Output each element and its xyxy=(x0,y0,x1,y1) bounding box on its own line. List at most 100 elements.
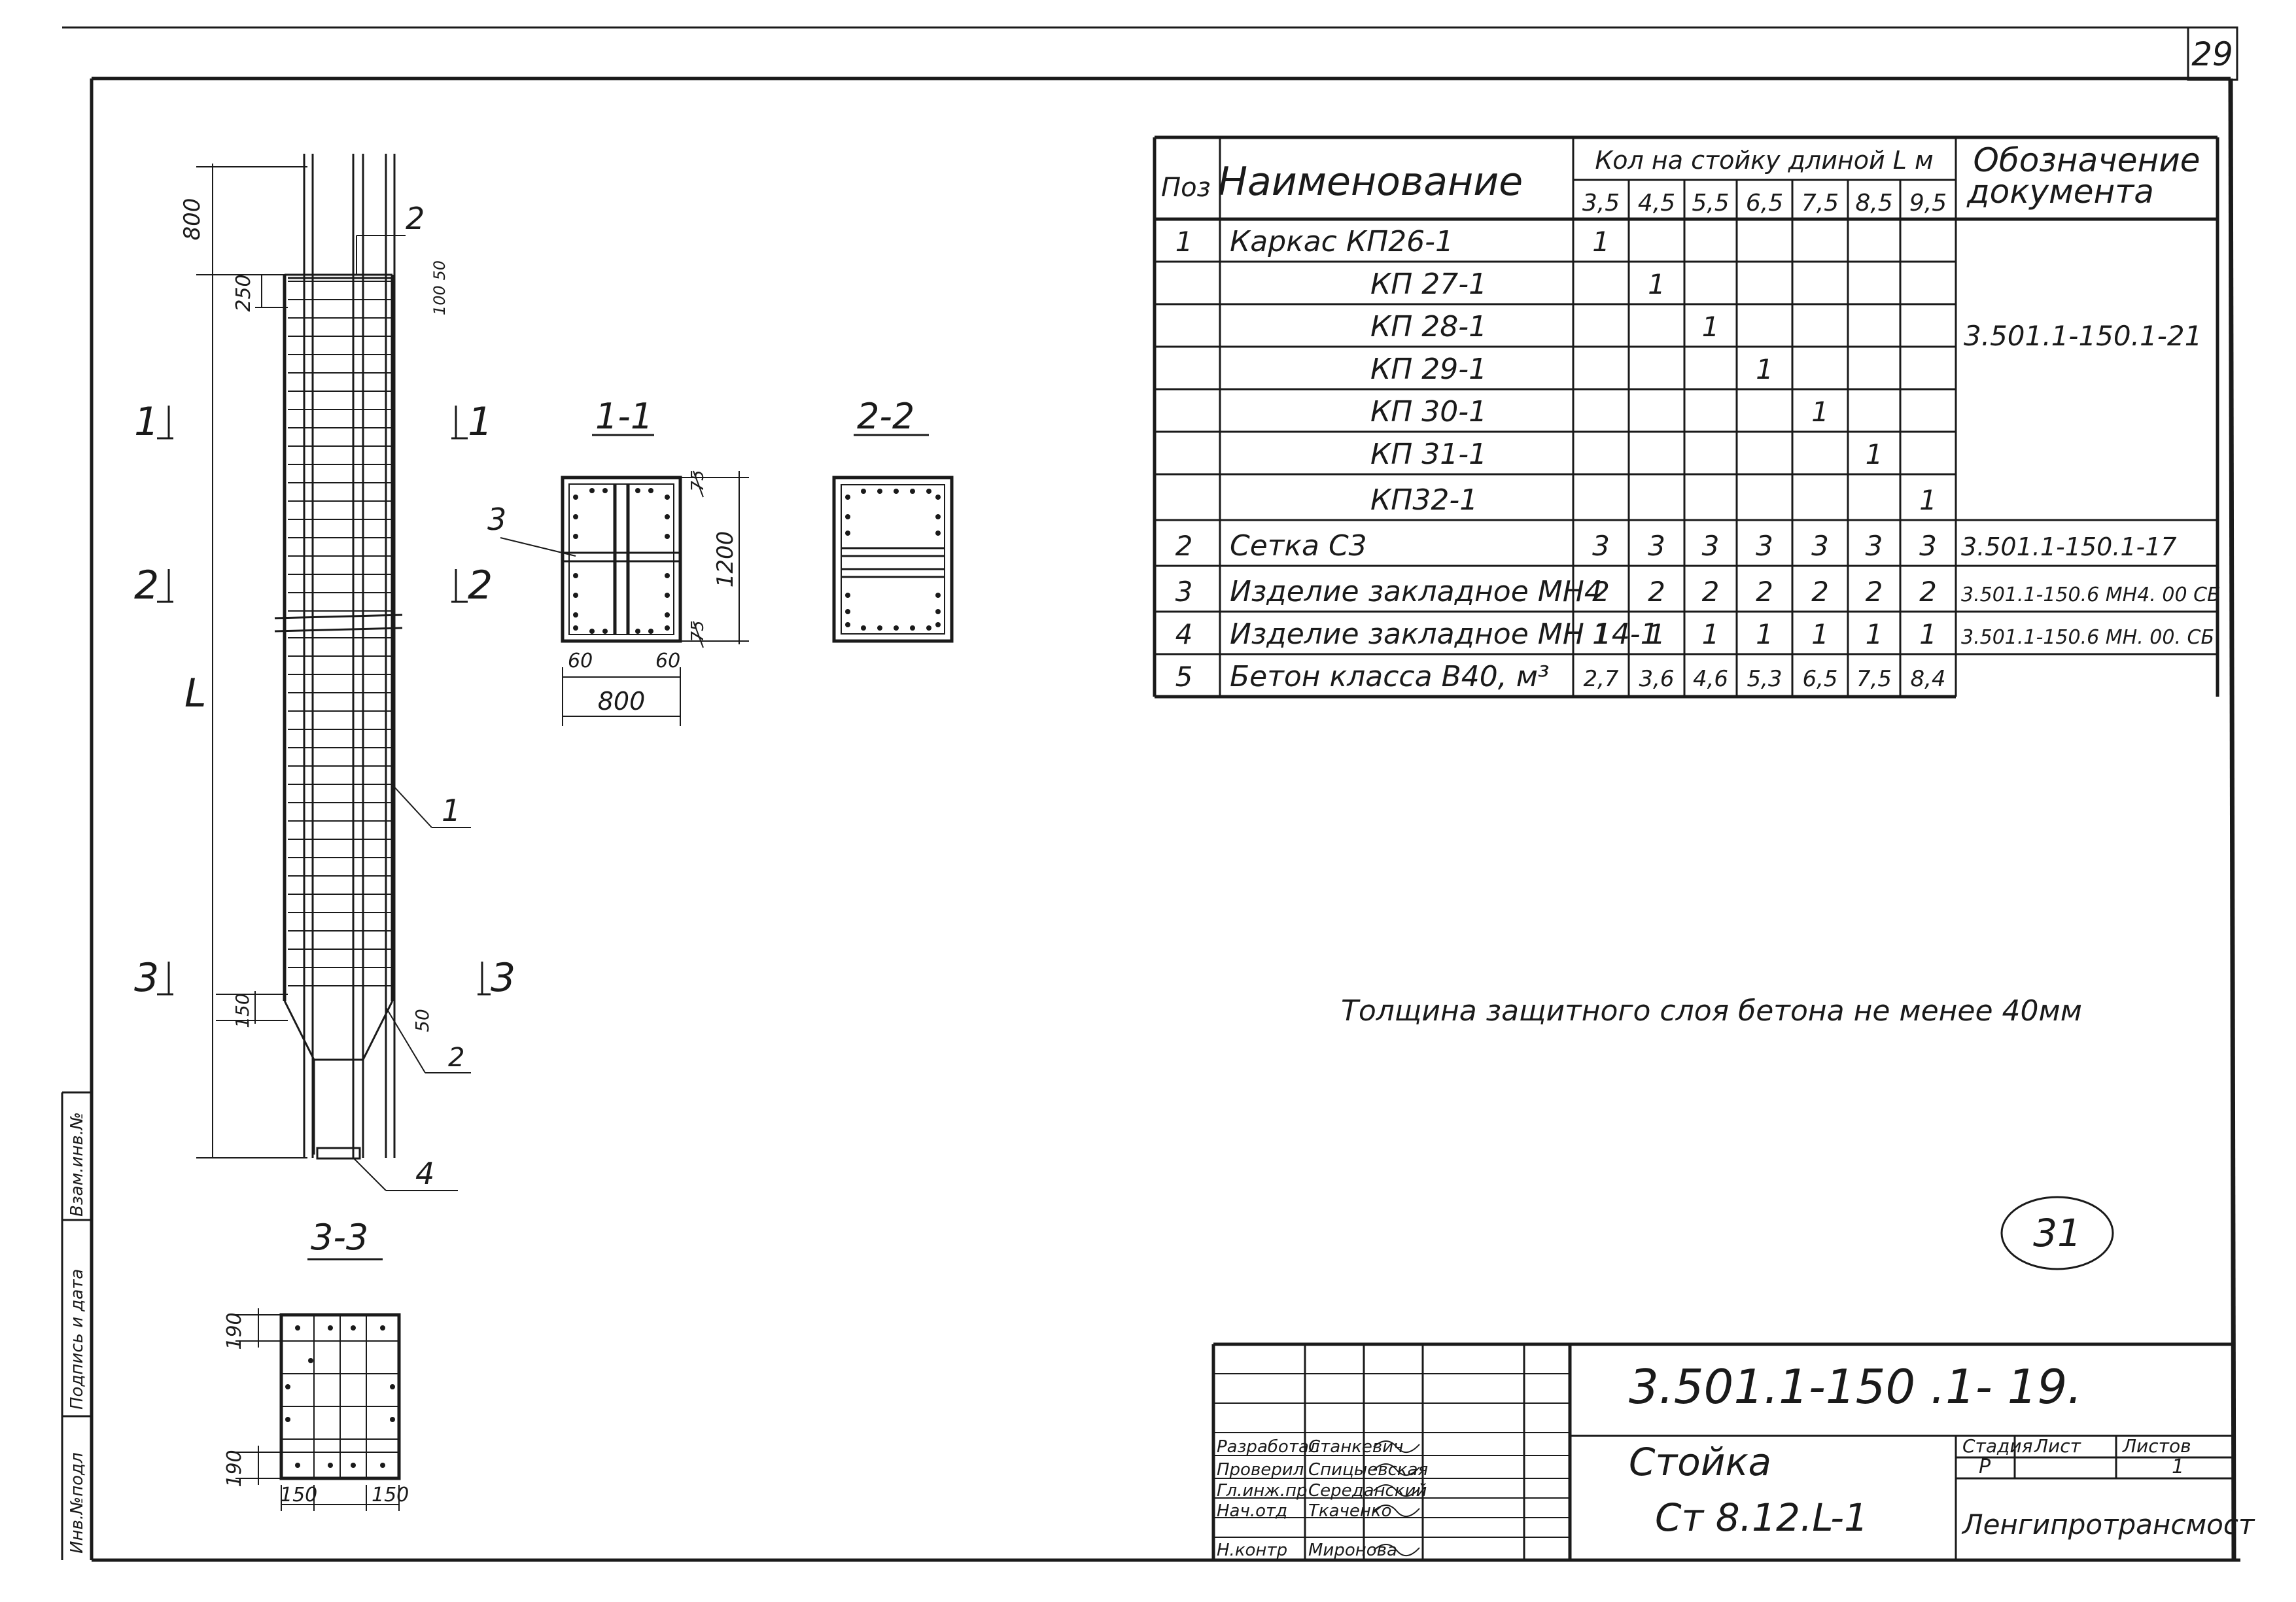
tb-person-role: Нач.отд xyxy=(1217,1501,1287,1521)
cell-qty: 1 xyxy=(1866,438,1883,470)
tb-person-role: Проверил xyxy=(1217,1460,1304,1480)
th-doc-2: документа xyxy=(1966,173,2154,211)
cell-qty: 1 xyxy=(1702,311,1720,343)
cell-doc: 3.501.1-150.6 МН4. 00 СБ xyxy=(1961,583,2221,606)
rebar-dot xyxy=(910,489,915,494)
rebar-dot xyxy=(573,495,578,500)
cell-qty: 1 xyxy=(1919,618,1937,650)
tb-person-name: Станкевич xyxy=(1308,1437,1404,1457)
dim-150: 150 xyxy=(232,993,253,1028)
cell-doc: 3.501.1-150.6 МН. 00. СБ xyxy=(1961,626,2214,649)
cut-2-left: 2 xyxy=(134,563,159,608)
rebar-dot xyxy=(295,1325,300,1331)
cell-name: КП 28-1 xyxy=(1370,310,1487,343)
callout-pos-4: 4 xyxy=(415,1156,434,1191)
s33-dim-150-right: 150 xyxy=(372,1484,409,1506)
rebar-dot xyxy=(648,629,653,634)
cell-qty: 3 xyxy=(1919,530,1937,562)
tb-title: Стойка xyxy=(1629,1440,1771,1484)
rebar-dot xyxy=(390,1384,395,1389)
tb-sheets: 1 xyxy=(2172,1455,2184,1478)
cell-qty: 8,4 xyxy=(1910,666,1945,692)
tb-signature xyxy=(1373,1463,1420,1476)
cell-name: Изделие закладное МН 14-1 xyxy=(1230,618,1659,651)
rebar-dot xyxy=(845,593,850,598)
rebar-dot xyxy=(602,488,608,493)
dim-250: 250 xyxy=(232,274,255,311)
s11-dim-width: 800 xyxy=(598,687,646,716)
cell-qty: 3 xyxy=(1592,530,1610,562)
spec-table: Поз Наименование Кол на стойку длиной L … xyxy=(1153,135,2221,699)
cell-name: Каркас КП26-1 xyxy=(1230,225,1453,258)
section-1-1-title: 1-1 xyxy=(595,396,653,437)
rebar-dot xyxy=(935,609,941,614)
rebar-dot xyxy=(308,1358,313,1363)
cell-qty: 3 xyxy=(1648,530,1665,562)
rebar-dot xyxy=(877,625,882,631)
cell-qty: 1 xyxy=(1811,396,1829,428)
cell-qty: 2 xyxy=(1811,576,1829,608)
th-length: 3,5 xyxy=(1582,190,1620,217)
cell-qty: 6,5 xyxy=(1802,666,1837,692)
section-3-3: 3-3 190 190 150 150 xyxy=(223,1217,409,1511)
note-concrete-cover: Толщина защитного слоя бетона не менее 4… xyxy=(1341,994,2082,1028)
cell-name: Изделие закладное МН4 xyxy=(1230,575,1603,608)
cell-name: Бетон класса В40, м³ xyxy=(1230,660,1550,693)
cell-pos: 4 xyxy=(1175,618,1193,650)
cell-qty: 1 xyxy=(1811,618,1829,650)
rebar-dot xyxy=(935,514,941,519)
cell-qty: 1 xyxy=(1592,618,1610,650)
callout-pos-1: 1 xyxy=(442,793,461,828)
cut-markers: 1 1 2 2 3 3 xyxy=(134,399,515,1001)
stamp-number: 31 xyxy=(2033,1211,2081,1255)
rebar-dot xyxy=(665,612,670,618)
side-stamp-inv: Инв.№подл xyxy=(67,1452,87,1554)
cell-name: КП 31-1 xyxy=(1370,438,1487,471)
rebar-dot xyxy=(665,495,670,500)
cell-qty: 2 xyxy=(1756,576,1773,608)
cell-qty: 2 xyxy=(1866,576,1883,608)
cut-3-right: 3 xyxy=(491,955,515,1001)
cell-qty: 2 xyxy=(1592,576,1610,608)
th-length: 5,5 xyxy=(1692,190,1729,217)
tb-sheet-label: Лист xyxy=(2034,1435,2081,1457)
cell-qty: 1 xyxy=(1866,618,1883,650)
th-length: 7,5 xyxy=(1801,190,1839,217)
cell-qty: 3 xyxy=(1702,530,1720,562)
rebar-dot xyxy=(380,1463,385,1468)
rebar-dot xyxy=(877,489,882,494)
rebar-dot xyxy=(665,573,670,578)
stamp: 31 xyxy=(2000,1196,2114,1270)
cell-qty: 1 xyxy=(1648,618,1665,650)
rebar-dot xyxy=(295,1463,300,1468)
tb-signature xyxy=(1373,1440,1420,1453)
tb-person-name: Миронова xyxy=(1308,1541,1397,1560)
cut-2-right: 2 xyxy=(468,563,493,608)
callout-pos-2-bottom: 2 xyxy=(448,1043,464,1073)
rebar-dot xyxy=(910,625,915,631)
cell-qty: 3 xyxy=(1811,530,1829,562)
merged-doc-kp: 3.501.1-150.1-21 xyxy=(1964,320,2202,352)
rebar-dot xyxy=(380,1325,385,1331)
rebar-dot xyxy=(926,489,931,494)
th-length: 6,5 xyxy=(1746,190,1783,217)
dim-length: L xyxy=(184,670,206,716)
tb-code: 3.501.1-150 .1- 19. xyxy=(1629,1359,2082,1414)
column-elevation xyxy=(274,154,403,1160)
th-pos: Поз xyxy=(1161,173,1211,203)
s11-dim-height: 1200 xyxy=(712,531,739,588)
section-1-1: 1-1 3 60 60 800 1200 75 75 xyxy=(487,396,749,726)
rebar-dot xyxy=(861,625,866,631)
rebar-dot xyxy=(635,488,640,493)
rebar-dot xyxy=(285,1417,290,1422)
rebar-dot xyxy=(845,531,850,536)
cell-qty: 1 xyxy=(1648,268,1665,300)
sheet-frame: 29 xyxy=(62,26,2240,1562)
th-qty: Кол на стойку длиной L м xyxy=(1595,146,1933,175)
table-row: КП 28-1 1 xyxy=(1370,310,1719,343)
tb-signature xyxy=(1373,1544,1420,1556)
